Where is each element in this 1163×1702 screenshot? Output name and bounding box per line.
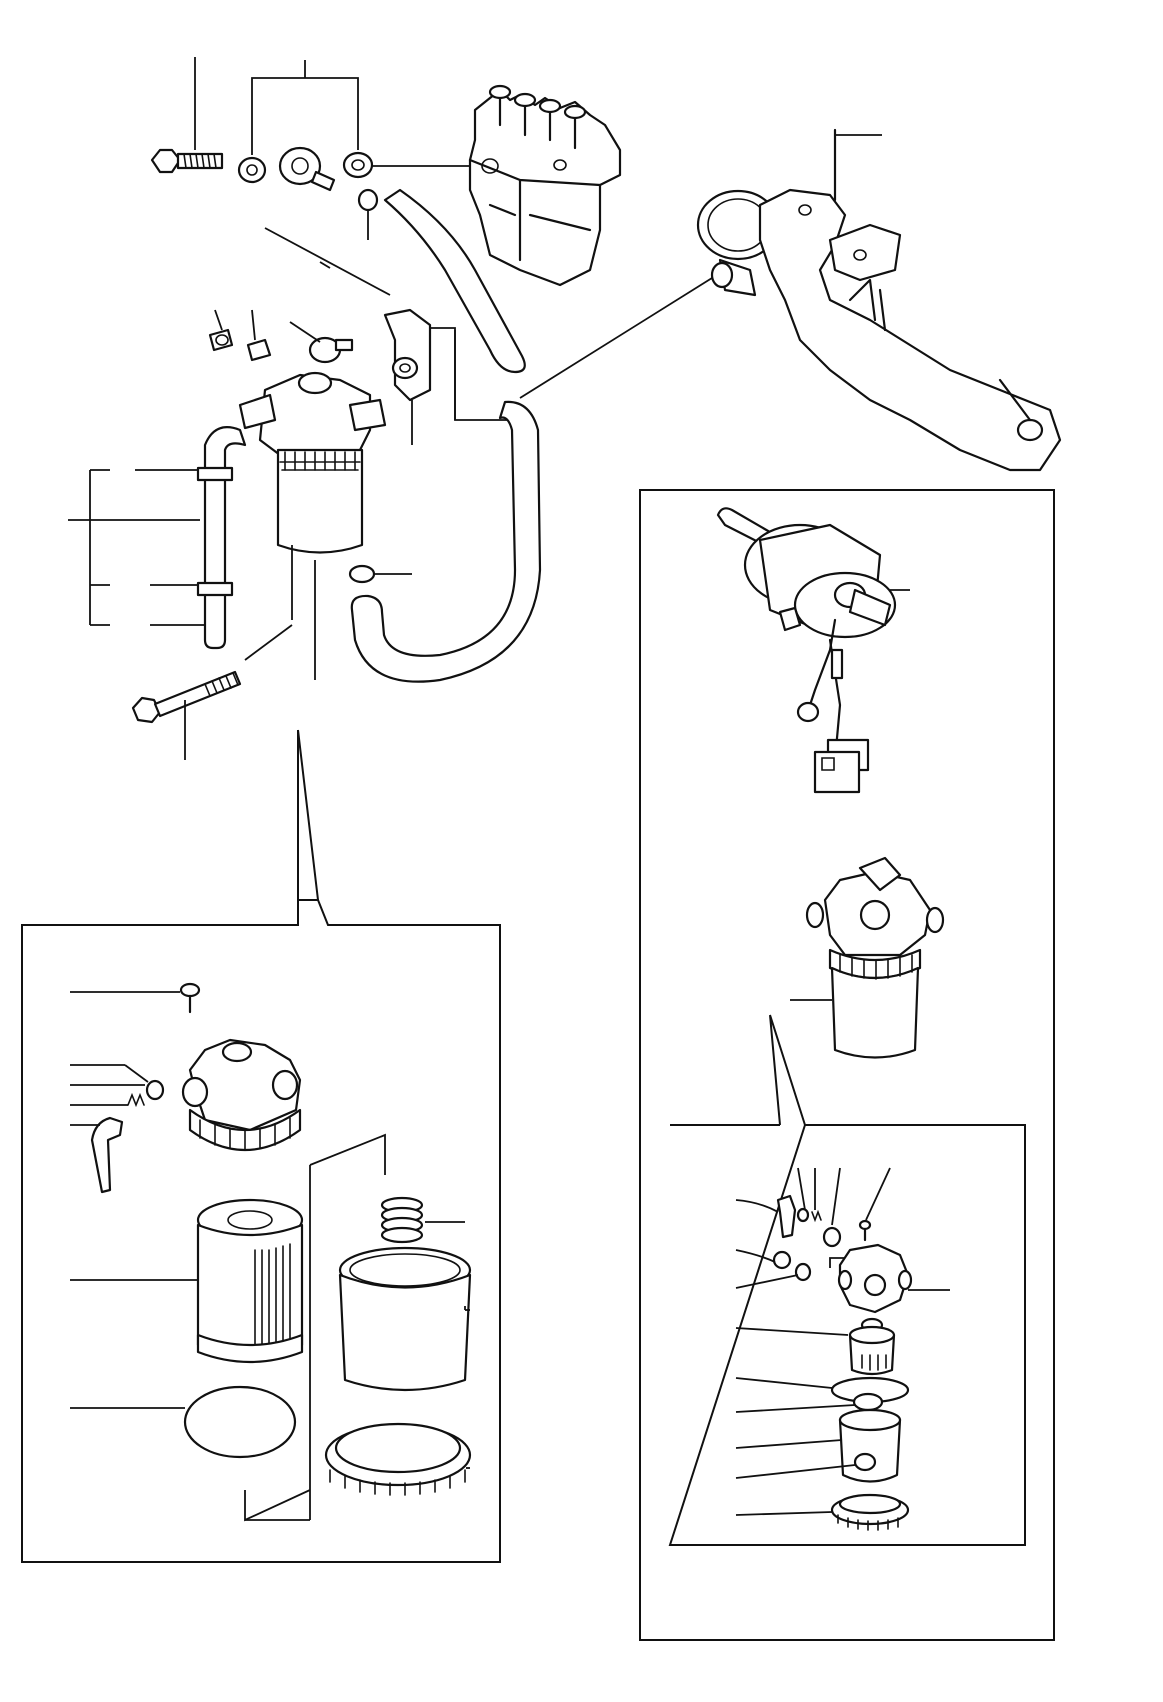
filter-clip xyxy=(248,340,270,360)
right-option-box xyxy=(640,490,1054,1640)
filter-bracket xyxy=(385,310,430,400)
fuel-filter-detail xyxy=(22,900,500,1562)
fuel-hose-long xyxy=(350,190,540,682)
filter-element xyxy=(198,1200,302,1362)
leader-lines-top xyxy=(195,57,485,295)
fuel-filter-assembly xyxy=(210,310,430,553)
hose-clip-top xyxy=(359,190,377,210)
hose-clamp-lower xyxy=(198,583,232,595)
water-separator-detail xyxy=(670,1125,1025,1545)
banjo-bolt xyxy=(152,150,222,172)
filter-bowl xyxy=(340,1248,470,1390)
air-vent-plug xyxy=(310,338,352,362)
sealing-washer-1 xyxy=(239,158,265,182)
fuel-injection-pump xyxy=(470,86,620,285)
detail-lever xyxy=(92,1118,122,1192)
leader-lines-filter xyxy=(215,310,520,680)
hose-clamp-upper xyxy=(198,468,232,480)
hose-clip-lower xyxy=(350,566,374,582)
banjo-bolt-group xyxy=(152,148,377,210)
fuel-hose-left xyxy=(68,427,245,648)
electric-fuel-pump xyxy=(718,508,895,792)
detail-filter-head xyxy=(183,1040,300,1150)
detail-screw xyxy=(181,984,199,1012)
ring-nut xyxy=(326,1424,470,1495)
water-separator-filter xyxy=(807,858,943,1058)
detail-washer xyxy=(147,1081,163,1099)
sep-lever xyxy=(778,1196,795,1237)
filter-plug xyxy=(210,330,232,350)
banjo-fitting xyxy=(280,148,334,190)
mounting-bolt xyxy=(133,625,292,760)
intake-manifold xyxy=(698,130,1060,470)
bowl-spring xyxy=(382,1198,422,1242)
sealing-washer-2 xyxy=(344,153,372,177)
o-ring xyxy=(185,1387,295,1457)
detail-spring xyxy=(128,1095,144,1105)
